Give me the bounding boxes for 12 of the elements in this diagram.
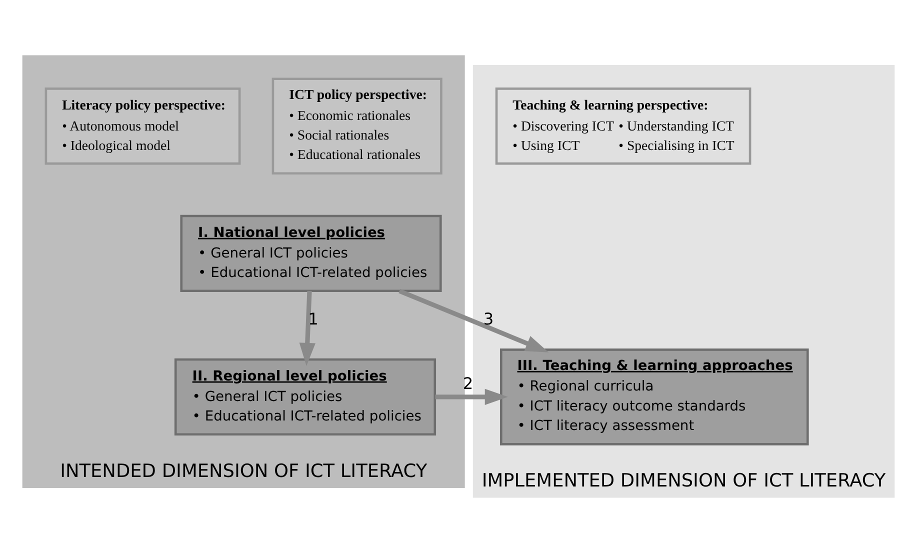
node-box: Teaching & learning perspective: • Discovering ICT • Understanding ICT • Using ICT • Specialising in ICT — [494, 88, 751, 165]
node-box: Literacy policy perspective: • Autonomous model • Ideological model — [44, 88, 240, 165]
arrow — [298, 290, 315, 366]
edge-label: 3 — [482, 310, 494, 329]
arrow — [434, 388, 508, 405]
node-box: ICT policy perspective: • Economic rationales • Social rationales • Educational rationales — [271, 78, 442, 175]
node-box: II. Regional level policies • General ICT policies • Educational ICT-related policies — [174, 358, 436, 436]
edge-label: 1 — [308, 310, 318, 329]
node-box: III. Teaching & learning approaches • Regional curricula • ICT literacy outcome standards • ICT literacy assessment — [499, 348, 808, 446]
arrow — [398, 288, 548, 352]
edge-label: 2 — [462, 374, 473, 394]
node-box: I. National level policies • General ICT policies • Educational ICT-related policies — [180, 214, 442, 292]
